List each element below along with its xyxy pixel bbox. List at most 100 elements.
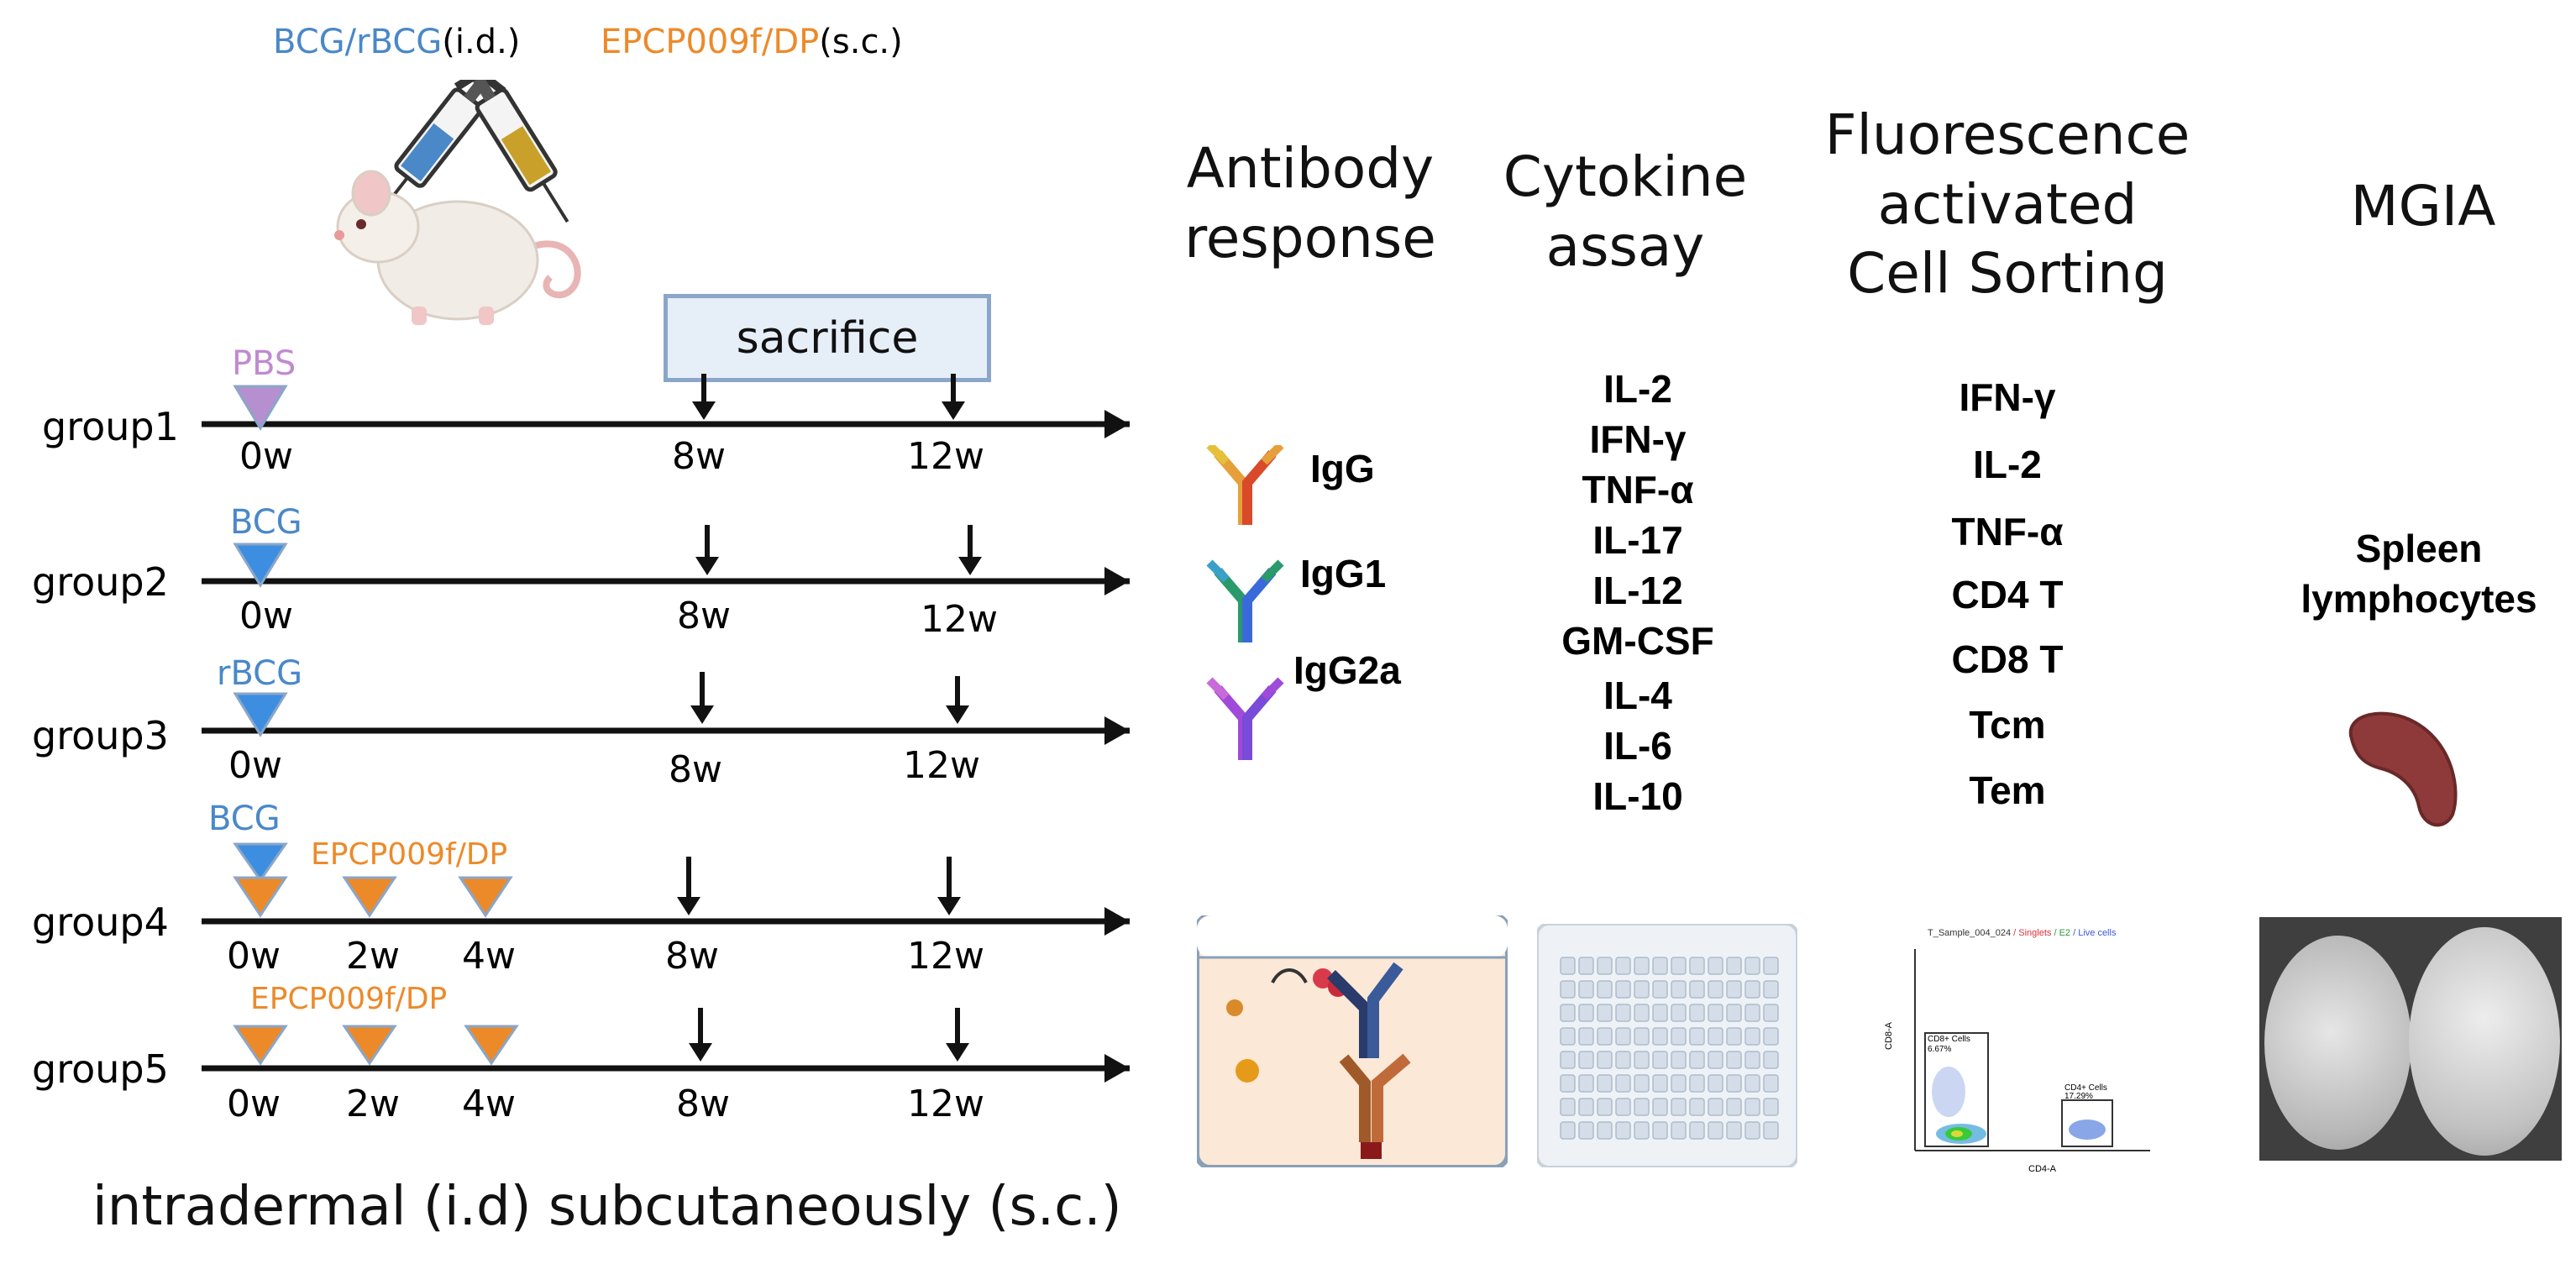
timeline-group1 xyxy=(202,374,1130,438)
plate-well xyxy=(1763,1051,1779,1069)
well-grid xyxy=(1560,957,1779,1140)
plate-well xyxy=(1708,1027,1723,1046)
antibody-igg-icon xyxy=(1206,445,1284,525)
vaccine-label: EPCP009f/DP xyxy=(311,837,508,872)
vaccine-label: BCG xyxy=(230,503,302,542)
plate-well xyxy=(1708,1098,1723,1116)
plate-well xyxy=(1560,1121,1576,1140)
plate-well xyxy=(1634,1074,1650,1093)
sacrifice-box: sacrifice xyxy=(664,294,991,382)
dose-marker-bcg-g4 xyxy=(233,842,288,883)
plate-well xyxy=(1726,1121,1742,1140)
plate-well xyxy=(1689,1074,1705,1093)
facs-item: Tem xyxy=(1969,768,2046,812)
cytokine-item: IL-4 xyxy=(1603,674,1672,717)
dose-marker-bcg xyxy=(233,543,288,588)
plate-well xyxy=(1560,1004,1576,1022)
plate-well xyxy=(1615,980,1631,999)
week-label: 4w xyxy=(462,935,516,978)
plate-well xyxy=(1634,1027,1650,1046)
legend-route1: (i.d.) xyxy=(442,23,521,61)
mouse-icon xyxy=(334,170,581,325)
header-line: assay xyxy=(1545,213,1705,279)
group-label: group5 xyxy=(32,1046,169,1092)
plate-well xyxy=(1634,1004,1650,1022)
week-label: 12w xyxy=(921,598,998,641)
plate-well xyxy=(1708,1051,1723,1069)
plate-well xyxy=(1652,1004,1668,1022)
facs-item: CD4 T xyxy=(1951,573,2064,616)
week-label: 8w xyxy=(669,748,722,791)
facs-item: IL-2 xyxy=(1973,443,2042,486)
week-label: 0w xyxy=(227,935,281,978)
plate-well xyxy=(1763,1098,1779,1116)
plate-well xyxy=(1652,1074,1668,1093)
gate-cd8-pct: 6.67% xyxy=(1928,1045,1951,1054)
plate-well xyxy=(1708,1121,1723,1140)
plate-well xyxy=(1726,1051,1742,1069)
plate-well xyxy=(1671,1027,1687,1046)
plate-well xyxy=(1597,980,1613,999)
cytokine-item: IL-6 xyxy=(1603,724,1672,768)
week-label: 0w xyxy=(227,1083,281,1125)
header-line: Antibody xyxy=(1186,136,1435,201)
antibody-item: IgG2a xyxy=(1293,648,1401,692)
mgia-list: Spleen lymphocytes xyxy=(2268,529,2570,630)
plate-well xyxy=(1597,1074,1613,1093)
week-label: 0w xyxy=(228,744,282,787)
facs-plot: T_Sample_004_024 / Singlets / E2 / Live … xyxy=(1884,928,2150,1174)
plate-well xyxy=(1578,1121,1594,1140)
plate-well xyxy=(1578,980,1594,999)
dose-marker-epcp-2w xyxy=(342,876,397,918)
plate-well xyxy=(1634,1051,1650,1069)
plate-well xyxy=(1615,1098,1631,1116)
plate-well xyxy=(1578,1027,1594,1046)
plate-well xyxy=(1634,980,1650,999)
legend-vaccine1: BCG/rBCG xyxy=(273,23,443,61)
vaccine-label: rBCG xyxy=(217,654,303,693)
plate-well xyxy=(1763,1004,1779,1022)
timeline-group4 xyxy=(202,842,1130,936)
vaccine-label: EPCP009f/DP xyxy=(250,982,448,1016)
timeline-graphics xyxy=(202,374,1130,1083)
plate-well xyxy=(1744,1074,1760,1093)
vaccine-label: BCG xyxy=(208,800,281,838)
plate-well xyxy=(1763,957,1779,975)
dose-marker-epcp-0w-g5 xyxy=(233,1025,288,1066)
legend-route2: (s.c.) xyxy=(819,23,903,61)
cytokine-item: IL-10 xyxy=(1592,774,1683,818)
group-label: group1 xyxy=(42,404,179,449)
facs-item: CD8 T xyxy=(1951,637,2064,681)
plate-well xyxy=(1597,1121,1613,1140)
cytokine-item: IL-2 xyxy=(1603,367,1672,411)
header-cytokine: Cytokine assay xyxy=(1487,143,1764,281)
mgia-item: Spleen xyxy=(2355,527,2483,570)
plate-well xyxy=(1671,980,1687,999)
plate-well xyxy=(1634,1121,1650,1140)
plate-well xyxy=(1689,1027,1705,1046)
plate-well xyxy=(1726,1074,1742,1093)
plate-well xyxy=(1708,957,1723,975)
header-line: activated xyxy=(1877,171,2138,237)
facs-item: TNF-α xyxy=(1951,510,2064,553)
plate-well xyxy=(1763,1074,1779,1093)
week-label: 2w xyxy=(346,935,400,978)
plate-well xyxy=(1708,980,1723,999)
cytokine-item: IFN-γ xyxy=(1589,417,1687,461)
mouse-syringe-illustration xyxy=(334,80,581,325)
week-label: 8w xyxy=(672,435,726,478)
plate-well xyxy=(1726,1098,1742,1116)
antibody-igg2a-icon xyxy=(1206,677,1284,760)
header-facs: Fluorescence activated Cell Sorting xyxy=(1797,101,2217,309)
mgia-item: lymphocytes xyxy=(2301,577,2537,621)
axis-arrowhead xyxy=(1104,410,1130,438)
well-plate-illustration xyxy=(1537,924,1797,1167)
group-label: group3 xyxy=(32,713,169,758)
gate-cd8-name: CD8+ Cells xyxy=(1928,1035,1970,1044)
plate-well xyxy=(1634,957,1650,975)
plate-well xyxy=(1744,1098,1760,1116)
cytokine-list: IL-2 IFN-γ TNF-α IL-17 IL-12 GM-CSF IL-4… xyxy=(1512,370,1764,823)
legend-row-2: EPCP009f/DP(s.c.) xyxy=(601,25,903,59)
plate-well xyxy=(1652,1121,1668,1140)
group-label: group4 xyxy=(32,899,169,945)
